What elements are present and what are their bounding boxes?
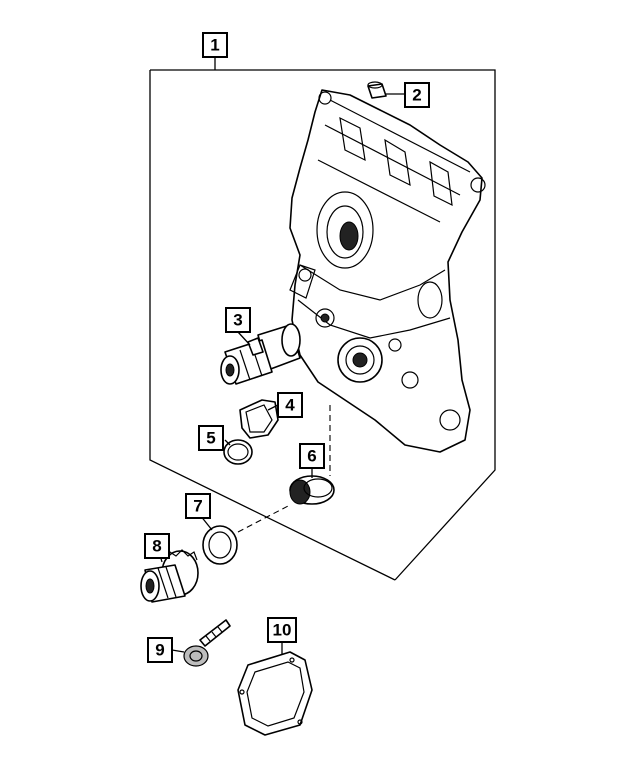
callout-5: 5	[198, 425, 224, 451]
callout-3-label: 3	[233, 311, 242, 330]
sprocket-illustration	[140, 549, 199, 603]
assembly-frame	[149, 69, 496, 581]
seal-illustration	[239, 399, 279, 439]
callout-1: 1	[202, 32, 228, 58]
callout-10: 10	[267, 617, 297, 643]
gasket-illustration	[237, 651, 313, 736]
callout-6-label: 6	[307, 447, 316, 466]
callout-9-label: 9	[155, 641, 164, 660]
o-ring-illustration	[223, 439, 253, 465]
crankshaft-seal-illustration	[289, 475, 335, 505]
callout-8-label: 8	[152, 537, 161, 556]
timing-cover-illustration	[289, 89, 486, 453]
callout-8: 8	[144, 533, 170, 559]
callout-6: 6	[299, 443, 325, 469]
callout-2: 2	[404, 82, 430, 108]
callout-7: 7	[185, 493, 211, 519]
callout-2-label: 2	[412, 86, 421, 105]
callout-7-label: 7	[193, 497, 202, 516]
callout-1-label: 1	[210, 36, 219, 55]
dowel-pin-illustration	[367, 81, 387, 99]
callout-10-label: 10	[273, 621, 292, 640]
callout-9: 9	[147, 637, 173, 663]
bolt-illustration	[183, 619, 231, 667]
callout-5-label: 5	[206, 429, 215, 448]
ring-seal-illustration	[202, 525, 238, 565]
callout-3: 3	[225, 307, 251, 333]
callout-4-label: 4	[285, 396, 295, 415]
callout-4: 4	[277, 392, 303, 418]
